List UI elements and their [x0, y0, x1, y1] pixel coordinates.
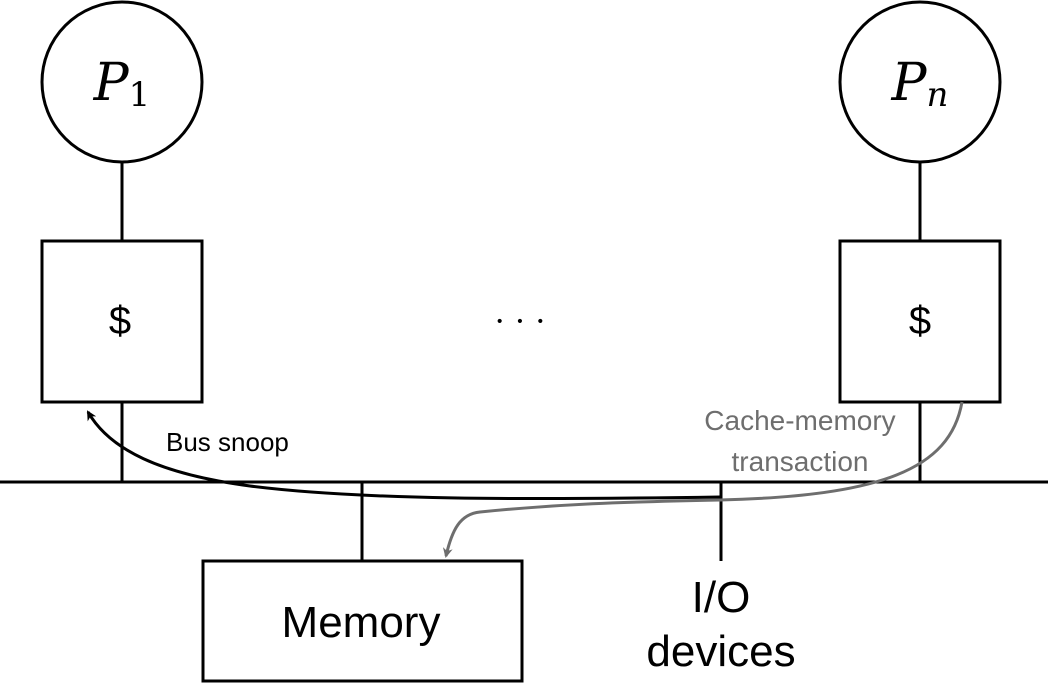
transaction-label-line1: Cache-memory: [704, 405, 895, 436]
memory-label: Memory: [282, 598, 441, 647]
processor-n-symbol: P: [891, 53, 928, 113]
processor-1-node: P1: [40, 0, 204, 164]
processor-n-label: Pn: [891, 53, 949, 115]
ellipsis-label: · · ·: [495, 302, 546, 340]
processor-1-subscript: 1: [129, 75, 151, 115]
cache-n-box: [838, 239, 1002, 404]
processor-1-symbol: P: [93, 53, 130, 113]
bus-snoop-label: Bus snoop: [166, 427, 289, 457]
processor-1-label: P1: [93, 53, 151, 115]
cache-1-label: $: [109, 299, 131, 343]
cache-memory-transaction-arrow: [442, 401, 964, 558]
memory-box: [201, 559, 524, 683]
io-label-line1: I/O: [692, 573, 751, 622]
processor-n-subscript: n: [927, 75, 949, 115]
processor-n-node: Pn: [838, 0, 1002, 164]
io-label-line2: devices: [646, 627, 795, 676]
transaction-label-line2: transaction: [732, 446, 869, 477]
cache-n-label: $: [909, 299, 931, 343]
bus-snoop-arrow: [86, 410, 721, 501]
